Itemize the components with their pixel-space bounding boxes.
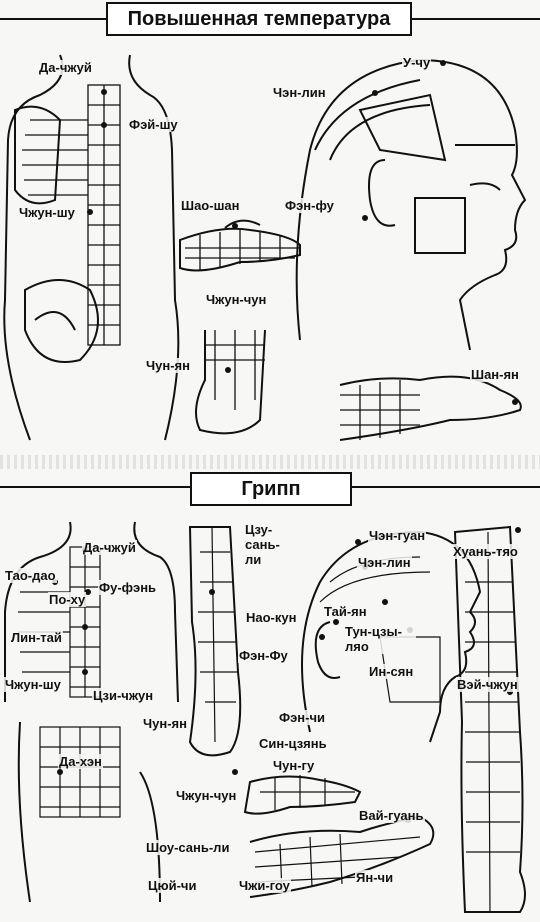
label-chen-lin: Чэн-лин [357, 555, 412, 570]
panel-separator [0, 455, 540, 469]
fever-illustration [3, 54, 527, 441]
hand-icon [179, 227, 301, 272]
label-chun-yan: Чун-ян [142, 716, 188, 731]
label-tsau-san-li: Цзу-сань-ли [244, 522, 288, 567]
label-fei-shu: Фэй-шу [128, 117, 179, 132]
title-rule-right [408, 18, 540, 20]
label-da-hen: Да-хэн [58, 754, 103, 769]
label-fen-fu: Фэн-фу [284, 198, 335, 213]
hand-icon [243, 775, 362, 815]
title-rule-left [0, 486, 190, 488]
back-outline [4, 521, 179, 703]
label-huan-tyao: Хуань-тяо [452, 544, 519, 559]
label-chzhun-shu: Чжун-шу [4, 677, 62, 692]
forearm-icon [249, 815, 435, 898]
label-chun-gu: Чун-гу [272, 758, 316, 773]
label-vai-guan: Вай-гуань [358, 808, 425, 823]
point-u-chu [440, 60, 446, 66]
label-tsyui-chi: Цюй-чи [147, 878, 198, 893]
foot-icon [195, 329, 266, 435]
point-chun-yan [225, 367, 231, 373]
ear-icon [314, 621, 341, 679]
label-chun-yan: Чун-ян [145, 358, 191, 373]
label-shou-san-li: Шоу-сань-ли [145, 840, 231, 855]
point-da-zhui [101, 89, 107, 95]
ear-icon [368, 159, 396, 227]
label-shao-shan: Шао-шан [180, 198, 241, 213]
back-outline [3, 54, 180, 441]
head-profile [295, 58, 527, 351]
pelvis-icon [24, 279, 99, 363]
label-fen-fu: Фэн-Фу [238, 648, 289, 663]
fever-title: Повышенная температура [106, 2, 412, 36]
point-shan-yan [512, 399, 518, 405]
label-sin-tszyan: Син-цзянь [258, 736, 328, 751]
label-chzhun-chun: Чжун-чун [175, 788, 238, 803]
label-po-hu: По-ху [48, 592, 87, 607]
label-shan-yan: Шан-ян [470, 367, 520, 382]
label-chzhun-shu: Чжун-шу [18, 205, 76, 220]
leg-icon-right [453, 525, 526, 913]
label-lin-tai: Лин-тай [10, 630, 63, 645]
label-in-syan: Ин-сян [368, 664, 415, 679]
label-chen-lin: Чэн-лин [272, 85, 327, 100]
point-chzhun-shu [87, 209, 93, 215]
label-tun-tszy-lyao: Тун-цзы-ляо [344, 624, 416, 654]
point-chen-lin [372, 90, 378, 96]
label-u-chu: У-чу [402, 55, 432, 70]
shoulder-blade-icon [14, 105, 62, 205]
flu-illustration [4, 521, 526, 913]
label-yan-chi: Ян-чи [355, 870, 395, 885]
label-fen-chi: Фэн-чи [278, 710, 326, 725]
label-vei-chzhun: Вэй-чжун [456, 677, 519, 692]
point-shao-shan [232, 223, 238, 229]
label-nao-kun: Нао-кун [245, 610, 298, 625]
label-da-zhui: Да-чжуй [38, 60, 93, 75]
label-da-zhui: Да-чжуй [82, 540, 137, 555]
flu-panel: Грипп [0, 472, 540, 922]
point-fen-fu [362, 215, 368, 221]
point-fei-shu [101, 122, 107, 128]
label-tao-dao: Тао-дао [4, 568, 57, 583]
title-rule-left [0, 18, 108, 20]
title-rule-right [348, 486, 540, 488]
label-chzhun-chun: Чжун-чун [205, 292, 268, 307]
label-chzhi-gou: Чжи-гоу [238, 878, 291, 893]
leg-icon [188, 526, 242, 757]
flu-title: Грипп [190, 472, 352, 506]
label-chen-guan: Чэн-гуан [368, 528, 427, 543]
label-tszi-chzhun: Цзи-чжун [92, 688, 155, 703]
wrist-hand-icon [339, 375, 522, 441]
label-fu-fen: Фу-фэнь [98, 580, 158, 595]
label-tai-yan: Тай-ян [323, 604, 368, 619]
fever-panel: Повышенная температура [0, 0, 540, 450]
